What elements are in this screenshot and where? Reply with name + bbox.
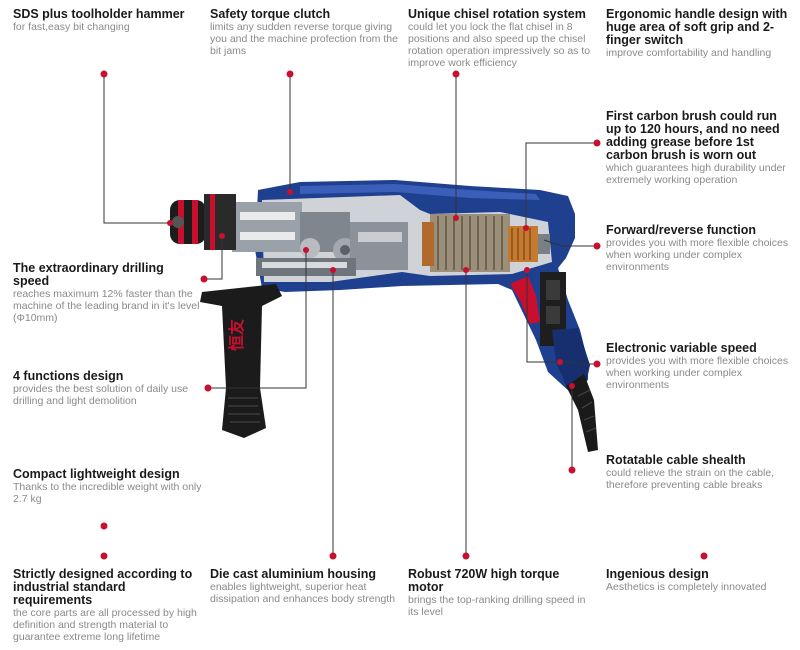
trigger bbox=[510, 276, 540, 324]
callout-desc: Aesthetics is completely innovated bbox=[606, 581, 767, 593]
callout-desc: limits any sudden reverse torque giving … bbox=[210, 21, 398, 57]
hammer-drill-illustration bbox=[170, 180, 598, 452]
callout-desc: which guarantees high durability under e… bbox=[606, 162, 786, 186]
callout-desc: enables lightweight, superior heat dissi… bbox=[210, 581, 396, 605]
callout-title: SDS plus toolholder hammer bbox=[13, 7, 185, 21]
callout-drilling-speed: The extraordinary drilling speed reaches… bbox=[13, 261, 203, 325]
callout-desc: provides you with more flexible choices … bbox=[606, 237, 789, 273]
callout-title: First carbon brush could run up to 120 h… bbox=[606, 109, 780, 162]
side-handle bbox=[200, 284, 282, 438]
callout-desc: for fast,easy bit changing bbox=[13, 21, 130, 33]
commutator bbox=[508, 226, 538, 262]
handle-logo: 恒友 bbox=[227, 318, 246, 351]
callout-title: 4 functions design bbox=[13, 369, 124, 383]
callout-variable-speed: Electronic variable speed provides you w… bbox=[606, 341, 792, 392]
callout-desc: could let you lock the flat chisel in 8 … bbox=[408, 21, 591, 69]
callout-title: Safety torque clutch bbox=[210, 7, 331, 21]
callout-desc: Thanks to the incredible weight with onl… bbox=[13, 481, 202, 505]
callout-ergonomic-handle: Ergonomic handle design with huge area o… bbox=[606, 7, 792, 60]
callout-chisel-rotation: Unique chisel rotation system could let … bbox=[408, 7, 598, 70]
leader-lines bbox=[103, 74, 597, 556]
callout-forward-reverse: Forward/reverse function provides you wi… bbox=[606, 223, 792, 274]
callout-die-cast-housing: Die cast aluminium housing enables light… bbox=[210, 567, 400, 606]
callout-carbon-brush: First carbon brush could run up to 120 h… bbox=[606, 109, 792, 187]
callout-title: Ingenious design bbox=[606, 567, 709, 581]
callout-industrial-standard: Strictly designed according to industria… bbox=[13, 567, 203, 644]
callout-title: Rotatable cable shealth bbox=[606, 453, 746, 467]
callout-title: Robust 720W high torque motor bbox=[408, 567, 560, 594]
cable-sleeve bbox=[566, 374, 598, 452]
callout-title: Strictly designed according to industria… bbox=[13, 567, 193, 607]
callout-lightweight: Compact lightweight design Thanks to the… bbox=[13, 467, 203, 506]
callout-sds-plus: SDS plus toolholder hammer for fast,easy… bbox=[13, 7, 203, 34]
callout-desc: provides you with more flexible choices … bbox=[606, 355, 789, 391]
callout-desc: reaches maximum 12% faster than the mach… bbox=[13, 288, 200, 324]
callout-title: Unique chisel rotation system bbox=[408, 7, 586, 21]
marker-dots bbox=[100, 70, 708, 560]
callout-desc: could relieve the strain on the cable, t… bbox=[606, 467, 775, 491]
callout-title: Compact lightweight design bbox=[13, 467, 180, 481]
callout-title: Electronic variable speed bbox=[606, 341, 757, 355]
callout-motor: Robust 720W high torque motor brings the… bbox=[408, 567, 598, 619]
callout-title: Ergonomic handle design with huge area o… bbox=[606, 7, 788, 47]
callout-cable-shealth: Rotatable cable shealth could relieve th… bbox=[606, 453, 792, 492]
callout-title: The extraordinary drilling speed bbox=[13, 261, 164, 288]
callout-safety-clutch: Safety torque clutch limits any sudden r… bbox=[210, 7, 400, 58]
callout-desc: provides the best solution of daily use … bbox=[13, 383, 189, 407]
callout-title: Die cast aluminium housing bbox=[210, 567, 376, 581]
callout-title: Forward/reverse function bbox=[606, 223, 757, 237]
callout-desc: the core parts are all processed by high… bbox=[13, 607, 197, 643]
callout-ingenious-design: Ingenious design Aesthetics is completel… bbox=[606, 567, 792, 594]
callout-desc: improve comfortability and handling bbox=[606, 47, 772, 59]
callout-desc: brings the top-ranking drilling speed in… bbox=[408, 594, 586, 618]
callout-4-functions: 4 functions design provides the best sol… bbox=[13, 369, 203, 408]
